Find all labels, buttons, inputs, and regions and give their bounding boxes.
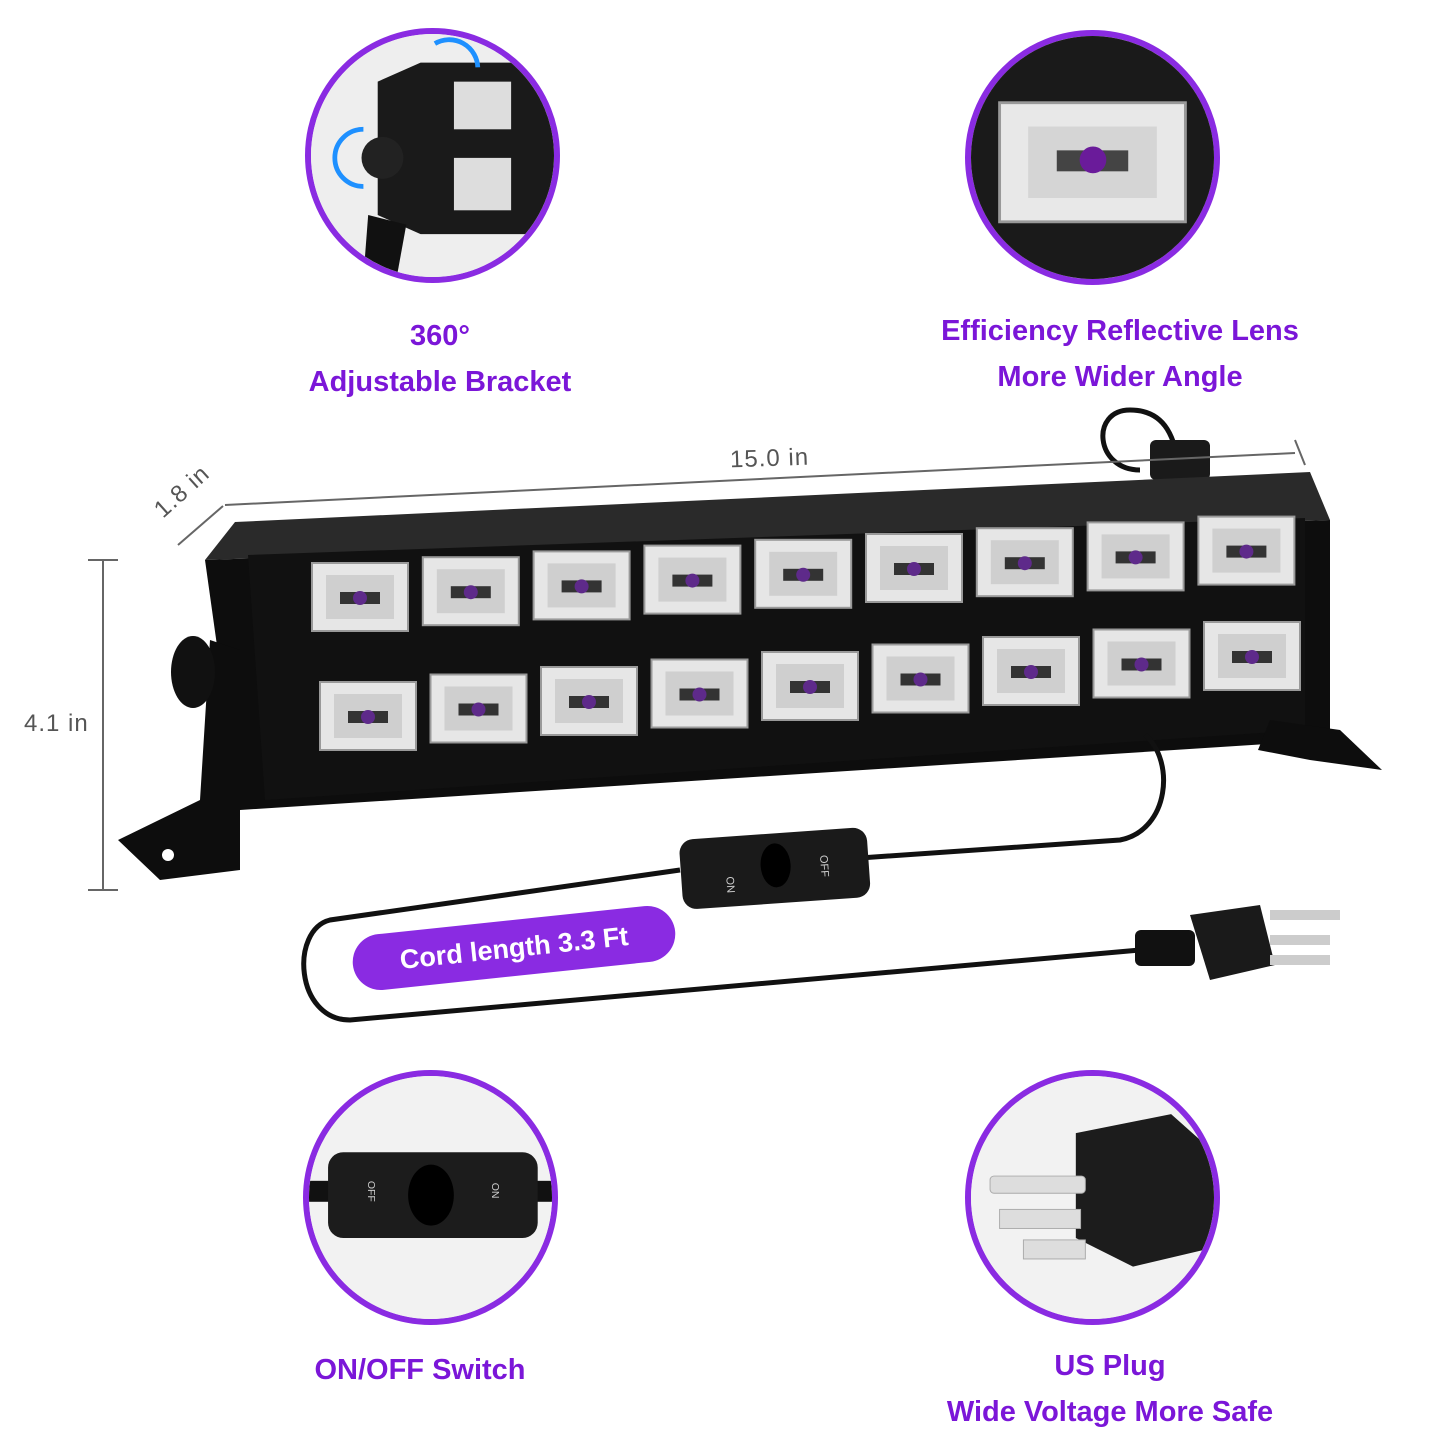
- led-module: [540, 666, 638, 736]
- inline-switch-icon: ON OFF: [679, 827, 871, 909]
- switch-callout: OFF ON: [303, 1070, 558, 1325]
- us-plug-icon: [1075, 1114, 1214, 1267]
- led-module: [532, 550, 631, 621]
- led-module: [643, 544, 742, 615]
- length-label: 15.0 in: [729, 443, 810, 474]
- switch-callout-off-label: OFF: [365, 1181, 376, 1202]
- led-module: [982, 636, 1080, 706]
- led-module: [650, 658, 749, 729]
- left-bracket: [118, 640, 240, 880]
- height-label: 4.1 in: [24, 710, 89, 737]
- light-bar-top: [205, 472, 1330, 560]
- led-module: [311, 562, 409, 632]
- lens-callout: [965, 30, 1220, 285]
- bracket-caption-line1: 360°: [410, 320, 470, 352]
- left-knob-icon: [171, 636, 215, 708]
- led-module: [761, 651, 859, 721]
- lens-caption: Efficiency Reflective Lens More Wider An…: [920, 308, 1320, 400]
- main-plug-icon: [1135, 905, 1340, 980]
- depth-dim-line: [177, 505, 224, 546]
- led-module: [865, 533, 963, 603]
- bracket-callout: [305, 28, 560, 283]
- led-module: [1203, 621, 1301, 691]
- plug-caption-line2: Wide Voltage More Safe: [946, 1396, 1274, 1428]
- left-bracket-hole: [162, 849, 174, 861]
- led-module: [319, 681, 417, 751]
- led-module: [871, 643, 970, 714]
- inline-switch-off-label: OFF: [817, 855, 831, 878]
- inline-switch-on-label: ON: [723, 876, 736, 893]
- lens-caption-line1: Efficiency Reflective Lens: [941, 315, 1299, 347]
- switch-caption-line1: ON/OFF Switch: [314, 1354, 526, 1386]
- plug-caption-line1: US Plug: [1054, 1350, 1166, 1382]
- bracket-caption: 360° Adjustable Bracket: [290, 313, 590, 405]
- led-module: [1197, 515, 1296, 586]
- led-module: [975, 527, 1074, 598]
- led-module: [1092, 628, 1191, 699]
- rotate-arrow-icon-2: [433, 37, 481, 68]
- led-module: [1086, 521, 1185, 592]
- right-bracket: [1258, 720, 1382, 770]
- rotate-arrow-icon: [332, 126, 364, 189]
- length-dim-line: [224, 452, 1296, 506]
- cord-plug-top: [1150, 440, 1210, 480]
- led-module: [754, 538, 853, 609]
- led-module: [421, 556, 520, 627]
- led-module: [429, 673, 528, 744]
- switch-callout-on-label: ON: [489, 1183, 500, 1199]
- switch-caption: ON/OFF Switch: [290, 1347, 550, 1393]
- plug-caption: US Plug Wide Voltage More Safe: [920, 1343, 1300, 1435]
- led-modules: [311, 515, 1301, 751]
- plug-callout: [965, 1070, 1220, 1325]
- bracket-caption-line2: Adjustable Bracket: [308, 366, 572, 398]
- lens-caption-line2: More Wider Angle: [997, 361, 1243, 393]
- power-cord: [301, 733, 1167, 1023]
